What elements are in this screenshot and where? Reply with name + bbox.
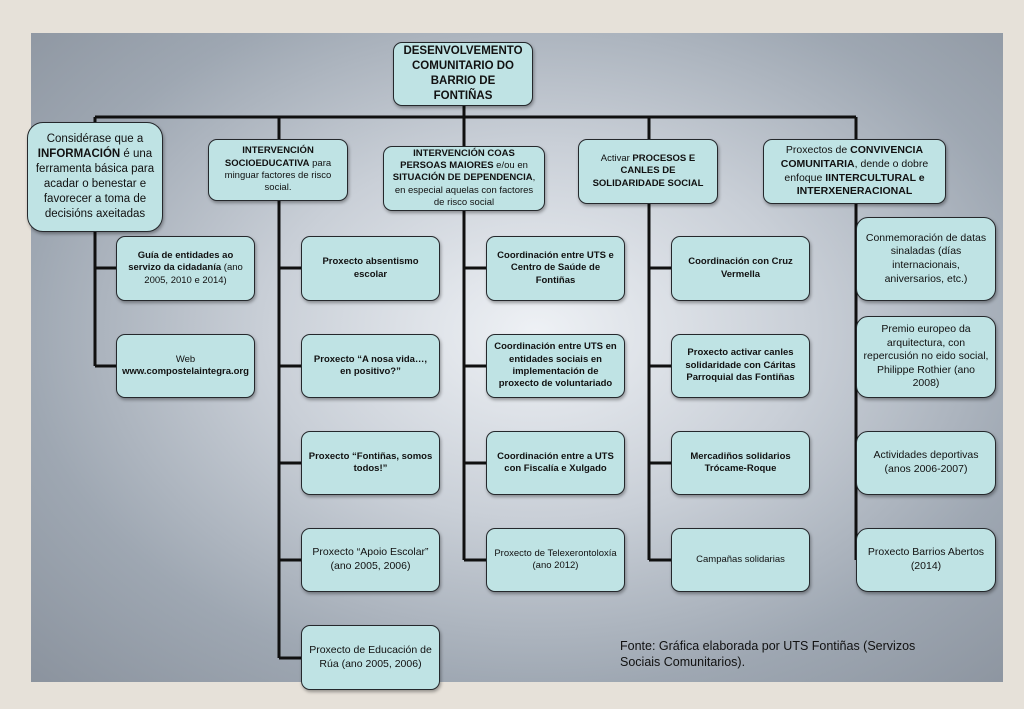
guia-text: (ano 2005, 2010 e 2014)	[144, 262, 243, 286]
convivencia-item-1: Conmemoración de datas sinaladas (días i…	[856, 217, 996, 301]
convivencia-text-1: Proxectos de	[785, 144, 851, 157]
branch-solidaridade: Activar PROCESOS E CANLES DE SOLIDARIDAD…	[578, 139, 718, 204]
solidaridade-bold: PROCESOS E CANLES DE SOLIDARIDADE SOCIAL	[592, 152, 704, 189]
web-url: www.compostelaintegra.org	[122, 366, 249, 377]
solidaridade-item-2: Proxecto activar canles solidaridade con…	[671, 334, 810, 398]
branch-informacion: Considérase que a INFORMACIÓN é una ferr…	[27, 122, 163, 232]
convivencia-item-4: Proxecto Barrios Abertos (2014)	[856, 528, 996, 592]
root-line-3: BARRIO DE FONTIÑAS	[430, 75, 496, 102]
convivencia-text-2: , dende o dobre enfoque	[784, 157, 929, 184]
root-line-2: COMUNITARIO DO	[411, 60, 514, 73]
informacion-text-1: Considérase que a	[46, 133, 144, 146]
solidaridade-item-3: Mercadiños solidarios Trócame-Roque	[671, 431, 810, 495]
dependencia-item-3: Coordinación entre a UTS con Fiscalía e …	[486, 431, 625, 495]
socioeducativa-bold: INTERVENCIÓN SOCIOEDUCATIVA	[224, 145, 314, 169]
dependencia-bold-1: INTERVENCIÓN COAS PERSOAS MAIORES	[400, 147, 515, 171]
root-node: DESENVOLVEMENTO COMUNITARIO DO BARRIO DE…	[393, 42, 533, 106]
dependencia-text-2: , en especial aquelas con factores de ri…	[394, 172, 536, 209]
dependencia-item-1: Coordinación entre UTS e Centro de Saúde…	[486, 236, 625, 301]
branch-dependencia: INTERVENCIÓN COAS PERSOAS MAIORES e/ou e…	[383, 146, 545, 211]
branch-convivencia: Proxectos de CONVIVENCIA COMUNITARIA, de…	[763, 139, 946, 204]
socioeducativa-item-4: Proxecto “Apoio Escolar” (ano 2005, 2006…	[301, 528, 440, 592]
convivencia-item-3: Actividades deportivas (anos 2006-2007)	[856, 431, 996, 495]
convivencia-bold-2: IINTERCULTURAL e INTERXENERACIONAL	[796, 171, 925, 198]
informacion-item-web: Web www.compostelaintegra.org	[116, 334, 255, 398]
dependencia-item-4: Proxecto de Telexerontoloxía (ano 2012)	[486, 528, 625, 592]
informacion-bold-1: INFORMACIÓN	[37, 148, 121, 161]
solidaridade-item-4: Campañas solidarias	[671, 528, 810, 592]
guia-bold: Guía de entidades ao servizo da cidadaní…	[128, 249, 234, 274]
solidaridade-item-1: Coordinación con Cruz Vermella	[671, 236, 810, 301]
convivencia-item-2: Premio europeo da arquitectura, con repe…	[856, 316, 996, 398]
dependencia-bold-2: SITUACIÓN DE DEPENDENCIA	[392, 172, 533, 184]
socioeducativa-text: para minguar factores de risco social.	[224, 157, 332, 194]
socioeducativa-item-2: Proxecto “A nosa vida…, en positivo?”	[301, 334, 440, 398]
informacion-text-2: é una ferramenta básica para acadar o be…	[35, 148, 155, 220]
source-caption: Fonte: Gráfica elaborada por UTS Fontiña…	[620, 639, 916, 670]
convivencia-bold-1: CONVIVENCIA COMUNITARIA	[780, 144, 924, 170]
web-label: Web	[175, 353, 196, 365]
branch-socioeducativa: INTERVENCIÓN SOCIOEDUCATIVA para minguar…	[208, 139, 348, 201]
socioeducativa-item-5: Proxecto de Educación de Rúa (ano 2005, …	[301, 625, 440, 690]
dependencia-item-2: Coordinación entre UTS en entidades soci…	[486, 334, 625, 398]
root-line-1: DESENVOLVEMENTO	[403, 45, 523, 58]
socioeducativa-item-1: Proxecto absentismo escolar	[301, 236, 440, 301]
solidaridade-text: Activar	[600, 152, 633, 164]
dependencia-text-1: e/ou en	[493, 159, 528, 171]
informacion-item-guia: Guía de entidades ao servizo da cidadaní…	[116, 236, 255, 301]
socioeducativa-item-3: Proxecto “Fontiñas, somos todos!”	[301, 431, 440, 495]
